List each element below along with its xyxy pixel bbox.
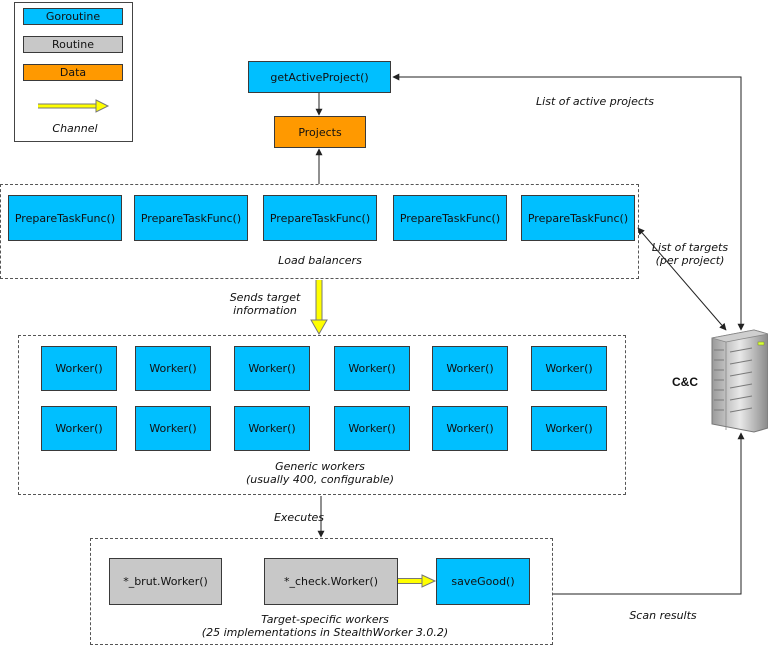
cc-label: C&C — [672, 375, 698, 389]
prepare-task-func-2: PrepareTaskFunc() — [134, 195, 248, 241]
target-specific-line1: Target-specific workers — [261, 613, 389, 626]
get-active-project-box: getActiveProject() — [248, 61, 391, 93]
arrow-cc-get-active — [392, 73, 745, 331]
sends-target-line1: Sends target — [229, 291, 301, 304]
worker-r2-1: Worker() — [41, 406, 117, 451]
legend-channel-label: Channel — [52, 122, 98, 135]
arrow-scan-results — [553, 432, 745, 595]
worker-r1-6: Worker() — [531, 346, 607, 391]
target-specific-label: Target-specific workers (25 implementati… — [180, 613, 470, 639]
check-to-savegood-channel — [398, 574, 437, 588]
executes-label: Executes — [273, 511, 325, 524]
load-balancers-label: Load balancers — [278, 254, 362, 267]
worker-r1-1: Worker() — [41, 346, 117, 391]
legend-data: Data — [23, 64, 123, 81]
generic-workers-line1: Generic workers — [275, 460, 365, 473]
worker-r2-4: Worker() — [334, 406, 410, 451]
save-good-box: saveGood() — [436, 558, 530, 605]
worker-r1-3: Worker() — [234, 346, 310, 391]
generic-workers-group — [18, 335, 626, 495]
brut-worker-box: *_brut.Worker() — [109, 558, 222, 605]
target-specific-group — [90, 538, 553, 645]
worker-r2-3: Worker() — [234, 406, 310, 451]
check-worker-box: *_check.Worker() — [264, 558, 398, 605]
sends-target-line2: information — [233, 304, 297, 317]
target-specific-line2: (25 implementations in StealthWorker 3.0… — [201, 626, 449, 639]
legend — [14, 2, 133, 142]
scan-results-label: Scan results — [629, 609, 697, 622]
worker-r1-2: Worker() — [135, 346, 211, 391]
legend-goroutine: Goroutine — [23, 8, 123, 25]
prepare-task-func-1: PrepareTaskFunc() — [8, 195, 122, 241]
worker-r2-6: Worker() — [531, 406, 607, 451]
generic-workers-line2: (usually 400, configurable) — [246, 473, 394, 486]
worker-r1-4: Worker() — [334, 346, 410, 391]
server-icon — [711, 329, 768, 433]
sends-target-label: Sends target information — [210, 291, 320, 317]
generic-workers-label: Generic workers (usually 400, configurab… — [220, 460, 420, 486]
worker-r2-2: Worker() — [135, 406, 211, 451]
legend-channel-arrow — [38, 99, 110, 113]
projects-box: Projects — [274, 116, 366, 148]
worker-r1-5: Worker() — [432, 346, 508, 391]
arrow-cc-load-balancers — [637, 227, 727, 331]
sends-target-channel-arrow — [310, 280, 328, 336]
legend-routine: Routine — [23, 36, 123, 53]
worker-r2-5: Worker() — [432, 406, 508, 451]
prepare-task-func-3: PrepareTaskFunc() — [263, 195, 377, 241]
